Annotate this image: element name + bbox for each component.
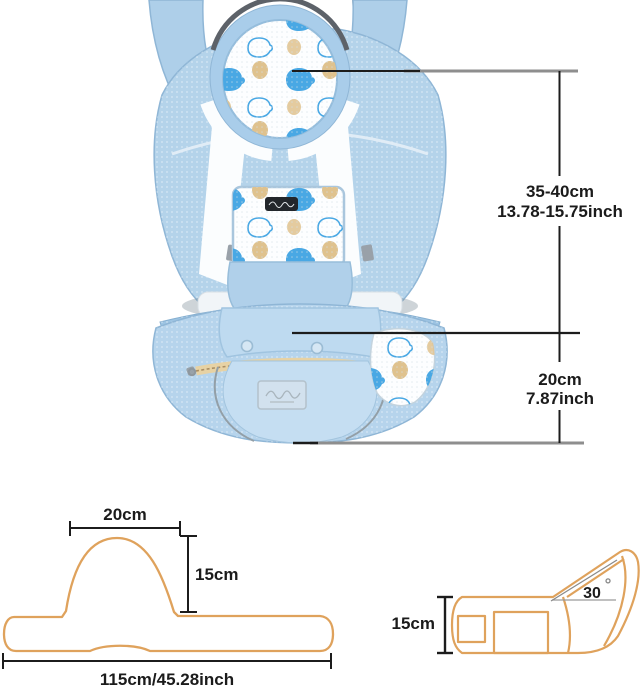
- hip-seat-height-cm: 20cm: [538, 370, 581, 389]
- belt-total-length-label: 115cm/45.28inch: [100, 670, 234, 688]
- dimension-annotations: 35-40cm 13.78-15.75inch 20cm 7.87inch: [292, 69, 623, 445]
- belt-hump-width-dimension: [69, 521, 181, 536]
- snap-button-left-icon: [240, 339, 254, 353]
- carrier-photo: [148, 0, 448, 444]
- seat-angle-value: 30: [583, 585, 601, 602]
- belt-hump-width-label: 20cm: [103, 505, 146, 524]
- belt-hump-height-label: 15cm: [195, 565, 238, 584]
- head-rest-oval: [209, 0, 351, 150]
- seat-angle-annotation: 30 °: [550, 559, 618, 602]
- belt-hump-height-dimension: [180, 535, 197, 613]
- degree-symbol: °: [605, 575, 612, 594]
- waist-belt-outline: [2, 536, 335, 653]
- hip-seat-diagram: 30 ° 15cm: [392, 548, 640, 655]
- side-clip-right-icon: [361, 244, 374, 262]
- logo-script: [265, 390, 301, 400]
- hip-seat-outline: [450, 548, 640, 655]
- brand-script: [268, 201, 295, 208]
- back-panel-height-inch: 13.78-15.75inch: [497, 202, 623, 221]
- seat-height-label: 15cm: [392, 614, 435, 633]
- hipseat-lower-panel: [213, 360, 387, 444]
- back-panel-height-cm: 35-40cm: [526, 182, 594, 201]
- snap-button-right-icon: [310, 341, 324, 355]
- head-rest-dark-rim: [210, 0, 350, 51]
- hip-seat-height-inch: 7.87inch: [526, 389, 594, 408]
- brand-label-patch: [265, 197, 298, 211]
- piping-left: [213, 366, 255, 442]
- waist-belt-diagram: 20cm 15cm 115cm/45.28inch: [2, 505, 335, 688]
- belt-total-length-dimension: [2, 653, 332, 669]
- front-mesh-pocket: [231, 185, 346, 269]
- seat-height-dimension: [437, 595, 453, 655]
- side-mesh-pocket: [369, 327, 436, 407]
